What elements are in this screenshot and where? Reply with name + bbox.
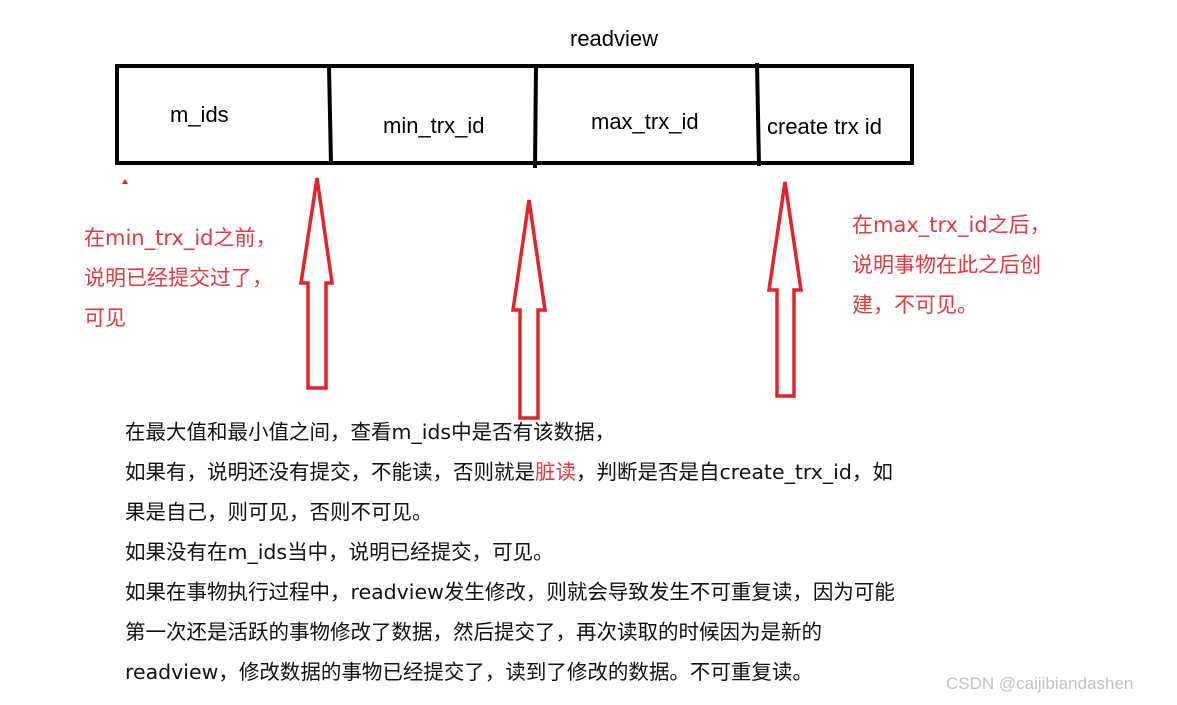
explanation-text: 在最大值和最小值之间，查看m_ids中是否有该数据， 如果有，说明还没有提交，不…	[125, 412, 895, 692]
left-note-line: 可见	[84, 306, 126, 330]
tick-mark	[122, 179, 128, 184]
left-note-line: 在min_trx_id之前，	[84, 226, 277, 250]
explanation-segment: 如果有，说明还没有提交，不能读，否则就是	[125, 460, 535, 484]
watermark: CSDN @caijibiandashen	[946, 674, 1134, 693]
explanation-line: readview，修改数据的事物已经提交了，读到了修改的数据。不可重复读。	[125, 660, 813, 684]
diagram-title: readview	[570, 26, 659, 51]
field-create-trx-id: create trx id	[767, 114, 882, 139]
explanation-line: 第一次还是活跃的事物修改了数据，然后提交了，再次读取的时候因为是新的	[125, 620, 822, 644]
readview-box	[115, 64, 914, 165]
divider	[755, 62, 761, 167]
arrow-right	[766, 181, 804, 398]
explanation-line: 如果有，说明还没有提交，不能读，否则就是脏读，判断是否是自create_trx_…	[125, 452, 895, 492]
divider	[327, 65, 333, 166]
dirty-read-highlight: 脏读	[535, 460, 576, 484]
field-max-trx-id: max_trx_id	[591, 109, 699, 134]
explanation-line: 果是自己，则可见，否则不可见。	[125, 500, 433, 524]
left-note: 在min_trx_id之前， 说明已经提交过了， 可见	[84, 218, 277, 338]
field-m-ids: m_ids	[170, 102, 229, 127]
arrow-left	[298, 177, 335, 390]
right-note: 在max_trx_id之后， 说明事物在此之后创 建，不可见。	[852, 205, 1051, 325]
right-note-line: 建，不可见。	[852, 293, 978, 317]
explanation-segment: ，判断是否是自create_trx_id，如	[576, 460, 893, 484]
divider	[533, 65, 538, 169]
field-min-trx-id: min_trx_id	[383, 113, 485, 138]
right-note-line: 在max_trx_id之后，	[852, 213, 1051, 237]
explanation-line: 如果没有在m_ids当中，说明已经提交，可见。	[125, 540, 554, 564]
explanation-line: 如果在事物执行过程中，readview发生修改，则就会导致发生不可重复读，因为可…	[125, 580, 895, 604]
left-note-line: 说明已经提交过了，	[84, 266, 273, 290]
right-note-line: 说明事物在此之后创	[852, 253, 1041, 277]
explanation-line: 在最大值和最小值之间，查看m_ids中是否有该数据，	[125, 420, 616, 444]
arrow-middle	[510, 199, 548, 420]
